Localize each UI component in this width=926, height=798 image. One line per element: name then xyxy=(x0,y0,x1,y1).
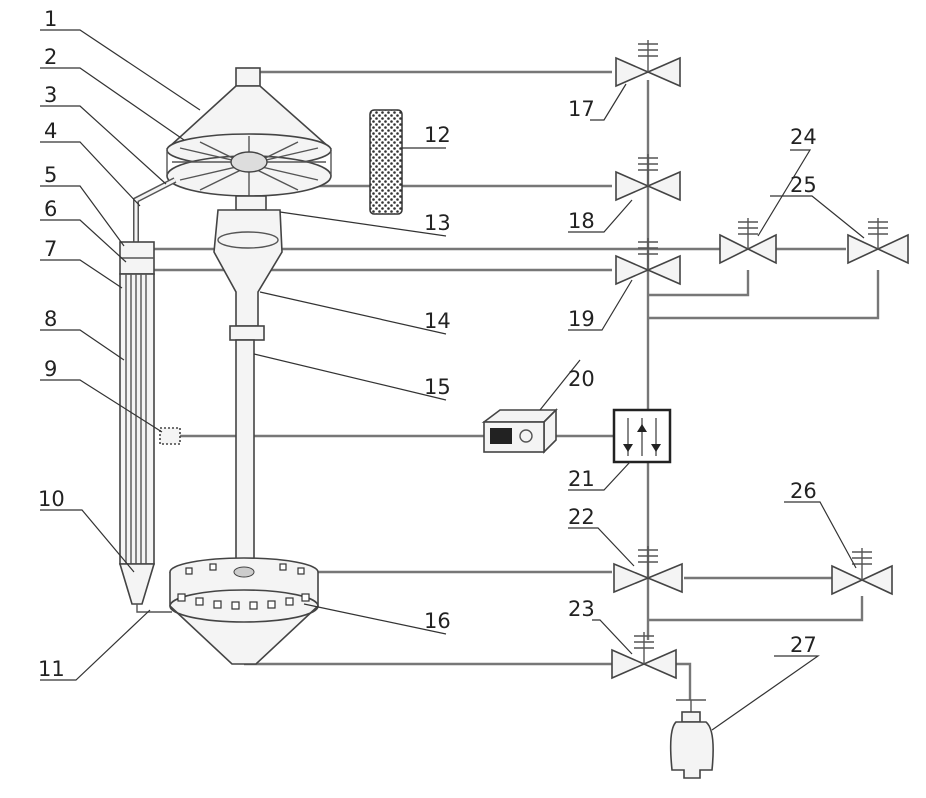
valve-26 xyxy=(832,548,892,594)
top-vessel-1 xyxy=(167,68,331,196)
label-22: 22 xyxy=(568,505,595,529)
valve-24 xyxy=(720,218,776,263)
label-12: 12 xyxy=(424,123,451,147)
filter-12 xyxy=(370,110,402,214)
label-5: 5 xyxy=(44,163,57,187)
label-23: 23 xyxy=(568,597,595,621)
label-27: 27 xyxy=(790,633,817,657)
label-2: 2 xyxy=(44,45,57,69)
label-19: 19 xyxy=(568,307,595,331)
label-16: 16 xyxy=(424,609,451,633)
leader-lines xyxy=(40,30,864,730)
label-1: 1 xyxy=(44,7,57,31)
sensor-9 xyxy=(160,428,180,444)
controller-20 xyxy=(484,410,556,452)
label-18: 18 xyxy=(568,209,595,233)
connection-pipe-3 xyxy=(136,180,175,248)
label-21: 21 xyxy=(568,467,595,491)
label-9: 9 xyxy=(44,357,57,381)
bottom-vessel-16 xyxy=(170,558,318,664)
label-10: 10 xyxy=(38,487,65,511)
label-14: 14 xyxy=(424,309,451,333)
label-20: 20 xyxy=(568,367,595,391)
gas-bottle-27 xyxy=(671,700,713,778)
label-24: 24 xyxy=(790,125,817,149)
label-6: 6 xyxy=(44,197,57,221)
label-15: 15 xyxy=(424,375,451,399)
header-box-5-6 xyxy=(120,242,154,274)
valve-23 xyxy=(612,632,676,678)
column-13-14-15 xyxy=(214,196,282,570)
label-7: 7 xyxy=(44,237,57,261)
label-26: 26 xyxy=(790,479,817,503)
label-25: 25 xyxy=(790,173,817,197)
valve-25 xyxy=(848,218,908,263)
label-11: 11 xyxy=(38,657,65,681)
label-13: 13 xyxy=(424,211,451,235)
valve-17 xyxy=(616,40,680,86)
label-8: 8 xyxy=(44,307,57,331)
switch-21 xyxy=(614,410,670,462)
label-17: 17 xyxy=(568,97,595,121)
label-numbers: 1 2 3 4 5 6 7 8 9 10 11 12 13 14 15 16 1… xyxy=(38,7,817,681)
label-3: 3 xyxy=(44,83,57,107)
label-4: 4 xyxy=(44,119,57,143)
